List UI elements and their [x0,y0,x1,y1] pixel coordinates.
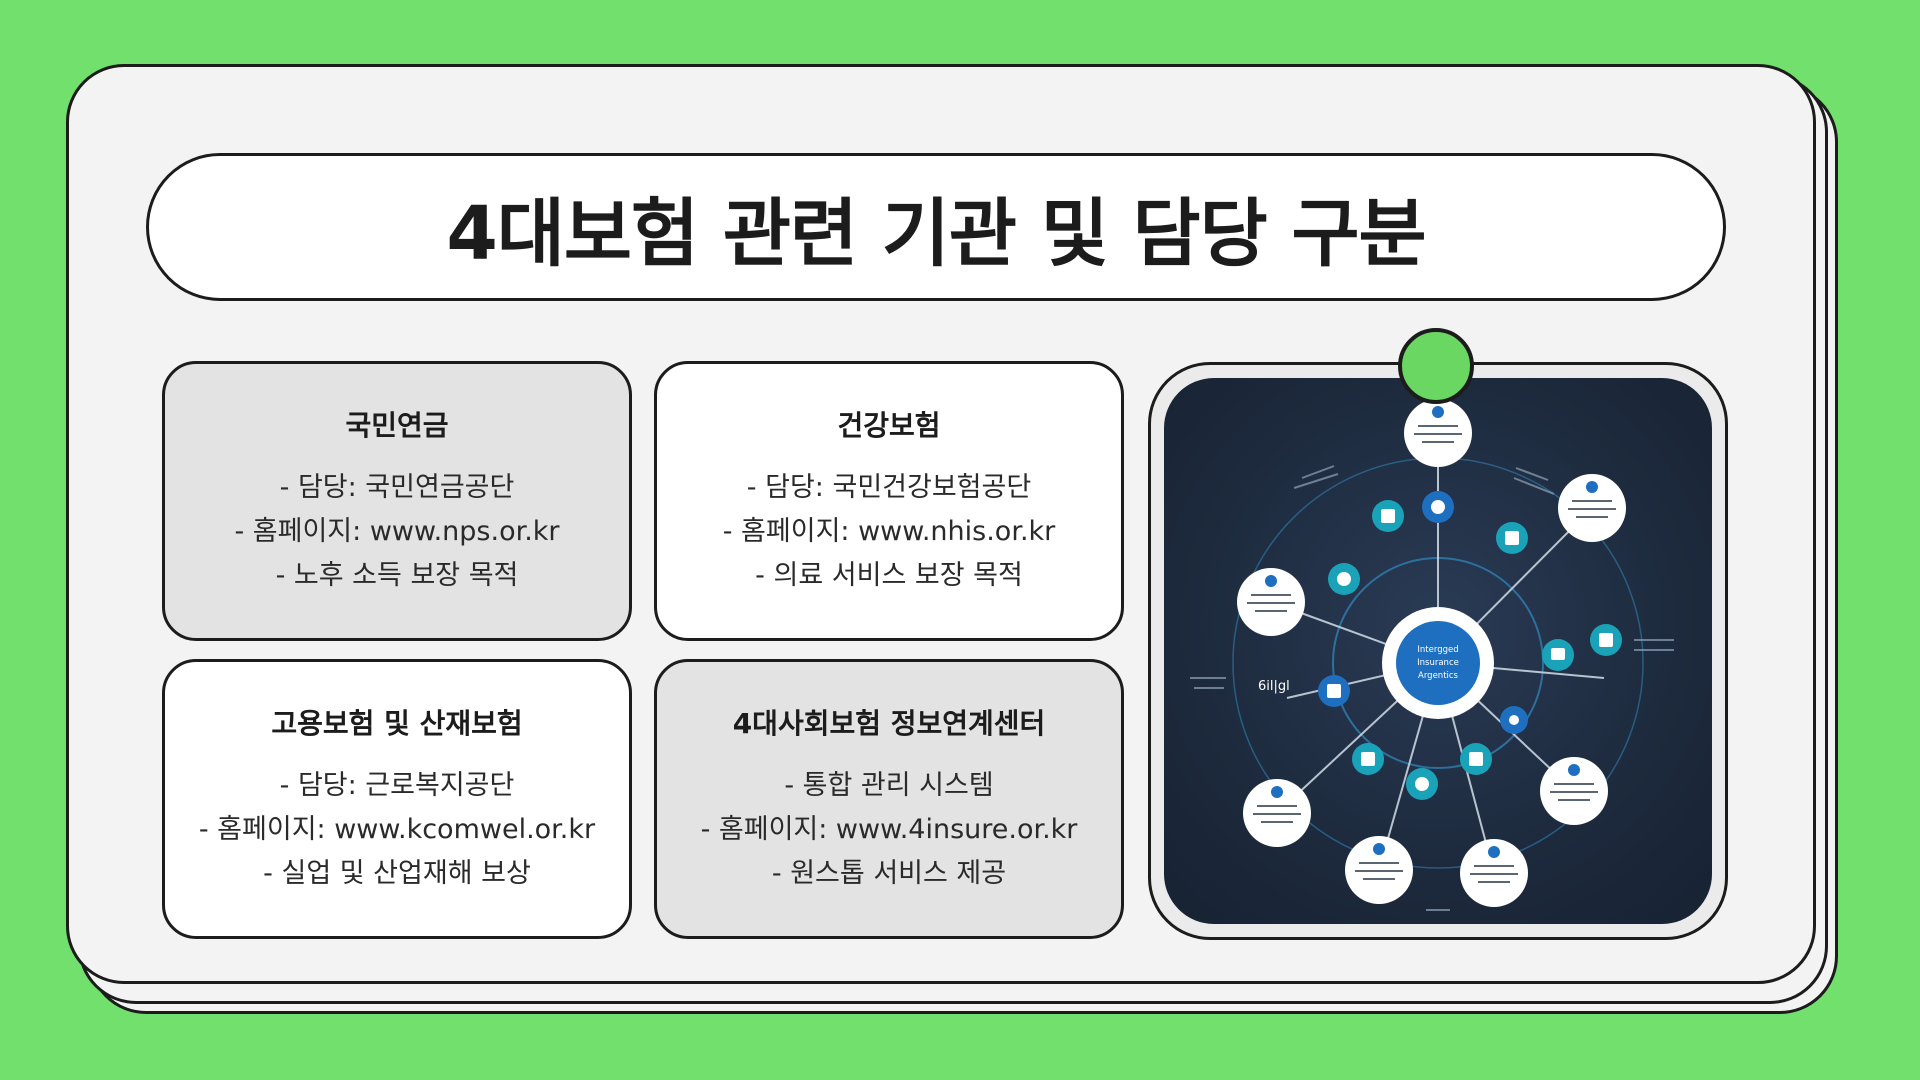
side-label: 6il|gl [1258,679,1290,694]
card-line-purpose: - 노후 소득 보장 목적 [275,560,519,591]
card-heading: 고용보험 및 산재보험 [271,707,523,740]
card-info-center: 4대사회보험 정보연계센터 - 통합 관리 시스템 - 홈페이지: www.4i… [654,659,1124,939]
page-title: 4대보험 관련 기관 및 담당 구분 [446,190,1426,277]
outer-node-text-lines [1247,425,1616,883]
card-line-homepage: - 홈페이지: www.kcomwel.or.kr [198,814,596,845]
center-label-1: Intergged [1417,645,1458,655]
card-heading: 건강보험 [837,409,941,442]
card-line-agency: - 담당: 국민연금공단 [279,472,515,503]
card-line-homepage: - 홈페이지: www.nhis.or.kr [722,516,1056,547]
side-label-lines [1190,465,1674,911]
card-line-homepage: - 홈페이지: www.nps.or.kr [234,516,560,547]
network-diagram: Intergged Insurance Argentics [1190,399,1674,911]
card-national-pension: 국민연금 - 담당: 국민연금공단 - 홈페이지: www.nps.or.kr … [162,361,632,641]
card-heading: 4대사회보험 정보연계센터 [732,707,1046,740]
inner-icon-glyphs [1327,500,1613,791]
card-line-homepage: - 홈페이지: www.4insure.or.kr [700,814,1078,845]
card-health-insurance: 건강보험 - 담당: 국민건강보험공단 - 홈페이지: www.nhis.or.… [654,361,1124,641]
green-pin-dot [1398,328,1474,404]
card-heading: 국민연금 [345,409,449,442]
card-line-purpose: - 의료 서비스 보장 목적 [755,560,1023,591]
center-node-core [1396,621,1480,705]
center-label-2: Insurance [1417,658,1459,668]
center-label-3: Argentics [1418,671,1459,681]
card-line-system: - 통합 관리 시스템 [784,770,994,801]
network-diagram-image: Intergged Insurance Argentics [1164,378,1712,924]
card-line-service: - 원스톱 서비스 제공 [771,858,1007,889]
title-banner: 4대보험 관련 기관 및 담당 구분 [146,153,1726,301]
card-line-purpose: - 실업 및 산업재해 보상 [263,858,531,889]
card-line-agency: - 담당: 근로복지공단 [279,770,515,801]
outer-node-badges [1265,406,1598,858]
card-employment-insurance: 고용보험 및 산재보험 - 담당: 근로복지공단 - 홈페이지: www.kco… [162,659,632,939]
card-line-agency: - 담당: 국민건강보험공단 [746,472,1032,503]
